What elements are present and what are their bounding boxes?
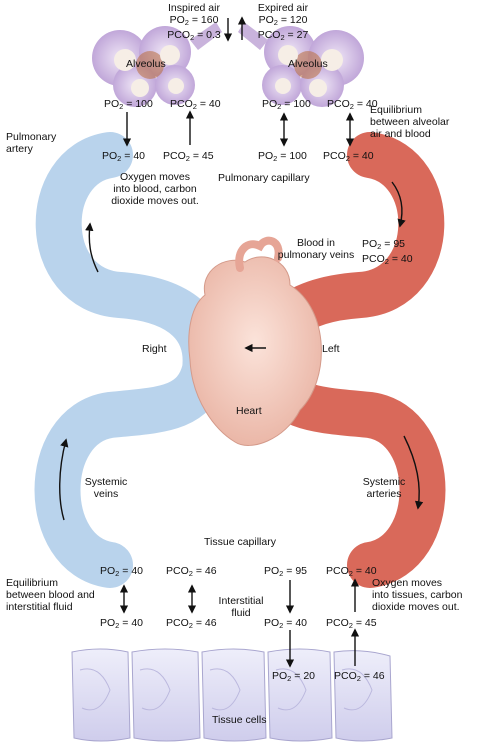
pulmonary-veins-pco2: 40 [400, 253, 413, 265]
flow-arrow-right-down [391, 181, 406, 228]
alveolus-left-pco2: PCO2 = 40 [170, 98, 221, 111]
alveolus-right-label: Alveolus [288, 58, 328, 70]
tissue-cells-art [71, 648, 393, 742]
alveolus-right-po2: PO2 = 100 [262, 98, 311, 111]
alveolus-left-po2: PO2 = 100 [104, 98, 153, 111]
left-side-label: Left [322, 343, 340, 355]
systemic-arteries-label: Systemic arteries [362, 476, 406, 500]
alveolus-right-art [238, 22, 364, 107]
alveolus-right-pco2: PCO2 = 40 [327, 98, 378, 111]
heart-label: Heart [236, 405, 262, 417]
left-loop-vessel [34, 132, 229, 588]
pulmonary-artery-label: Pulmonary artery [6, 131, 57, 155]
expired-air-label: Expired air PO2 = 120 PCO2 = 27 [257, 2, 309, 42]
alveolus-left-art [92, 22, 222, 107]
arrows [59, 16, 424, 668]
tissue-blood-po2-left: PO2 = 40 [100, 565, 143, 578]
pulmonary-blood-po2-right: PO2 = 100 [258, 150, 307, 163]
inspired-air-label: Inspired air PO2 = 160 PCO2 = 0.3 [167, 2, 221, 42]
equilibrium-alveolar-label: Equilibrium between alveolar air and blo… [370, 104, 450, 140]
alveolus-left-label: Alveolus [126, 58, 166, 70]
aorta-shape [235, 236, 283, 272]
oxygen-into-blood-label: Oxygen moves into blood, carbon dioxide … [111, 171, 199, 207]
expired-po2: 120 [289, 14, 308, 26]
pulmonary-capillary-label: Pulmonary capillary [218, 172, 310, 184]
flow-arrow-left-up-lower [59, 438, 69, 521]
heart-shape [188, 256, 322, 446]
expired-pco2: 27 [296, 29, 309, 41]
interstitial-po2-left: PO2 = 40 [100, 617, 143, 630]
inspired-pco2: 0.3 [206, 29, 221, 41]
cell-po2: PO2 = 20 [272, 670, 315, 683]
interstitial-pco2-right: PCO2 = 45 [326, 617, 377, 630]
pulmonary-blood-pco2-right: PCO2 = 40 [323, 150, 374, 163]
oxygen-into-tissues-label: Oxygen moves into tissues, carbon dioxid… [372, 577, 463, 613]
systemic-veins-label: Systemic veins [84, 476, 128, 500]
tissue-capillary-label: Tissue capillary [204, 536, 276, 548]
tissue-blood-pco2-left: PCO2 = 46 [166, 565, 217, 578]
pulmonary-veins-po2: 95 [393, 238, 405, 250]
pulmonary-blood-pco2-left: PCO2 = 45 [163, 150, 214, 163]
inspired-po2: 160 [200, 14, 219, 26]
flow-arrow-right-down-lower [403, 435, 424, 510]
interstitial-pco2-left: PCO2 = 46 [166, 617, 217, 630]
interstitial-fluid-label: Interstitial fluid [218, 595, 264, 619]
pulmonary-blood-po2-left: PO2 = 40 [102, 150, 145, 163]
pulmonary-veins-label: Blood in pulmonary veins [277, 237, 355, 261]
tissue-cells-label: Tissue cells [212, 714, 267, 726]
tissue-blood-po2-right: PO2 = 95 [264, 565, 307, 578]
right-side-label: Right [142, 343, 167, 355]
pulmonary-veins-values: PO2 = 95 PCO2 = 40 [362, 238, 413, 266]
equilibrium-interstitial-label: Equilibrium between blood and interstiti… [6, 577, 95, 613]
cell-pco2: PCO2 = 46 [334, 670, 385, 683]
interstitial-po2-right: PO2 = 40 [264, 617, 307, 630]
flow-arrow-left-up [85, 222, 99, 273]
tissue-blood-pco2-right: PCO2 = 40 [326, 565, 377, 578]
